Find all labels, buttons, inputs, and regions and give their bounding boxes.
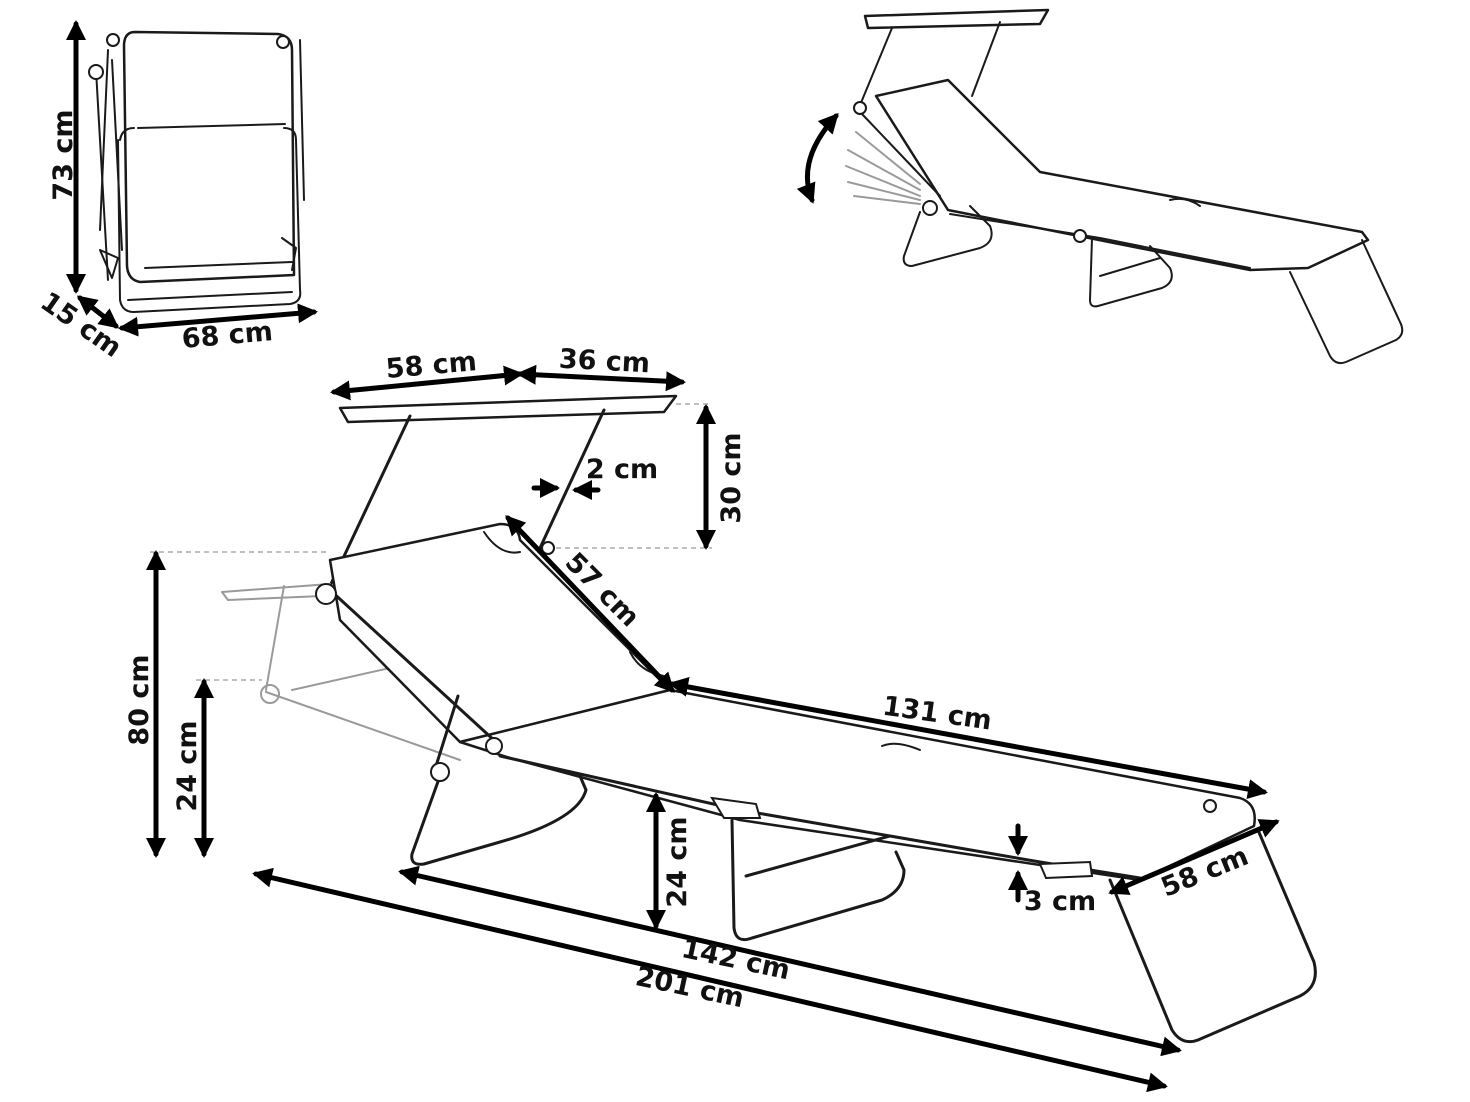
arrow-folded-depth bbox=[76, 295, 120, 329]
arrow-length-201 bbox=[252, 867, 1168, 1093]
label-folded-width: 68 cm bbox=[181, 316, 274, 355]
label-seat-height-center: 24 cm bbox=[662, 816, 693, 907]
arrow-backrest bbox=[505, 515, 675, 693]
label-tube-diameter: 2 cm bbox=[586, 454, 658, 485]
label-seat-length: 131 cm bbox=[881, 691, 994, 737]
folded-lounger-drawing bbox=[88, 30, 305, 313]
arrow-seat bbox=[668, 677, 1268, 799]
label-seat-height-left: 24 cm bbox=[172, 720, 203, 811]
dimension-arrows bbox=[66, 19, 1280, 1093]
recline-lounger-drawing bbox=[796, 8, 1404, 365]
label-canopy-height: 30 cm bbox=[716, 432, 747, 523]
arrow-canopy-depth bbox=[516, 364, 686, 392]
label-canopy-depth: 36 cm bbox=[558, 344, 651, 380]
arrow-folded-width bbox=[118, 303, 318, 337]
main-lounger-drawing bbox=[221, 394, 1317, 1044]
arrow-canopy-width bbox=[330, 365, 524, 401]
label-folded-height: 73 cm bbox=[48, 109, 79, 200]
label-overall-height: 80 cm bbox=[124, 654, 155, 745]
label-frame-thickness: 3 cm bbox=[1024, 886, 1096, 917]
